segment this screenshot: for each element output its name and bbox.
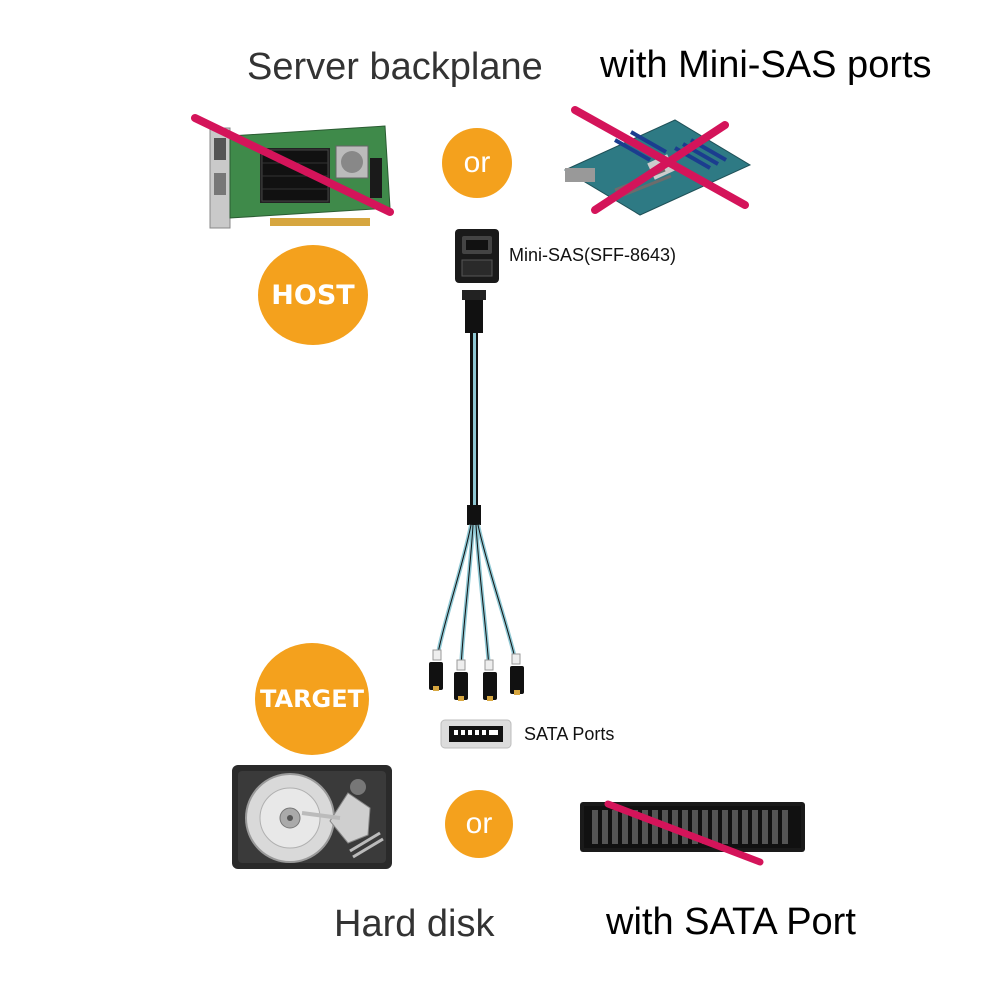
target-badge: TARGET xyxy=(255,643,369,755)
mini-sas-connector-icon xyxy=(455,229,499,283)
raid-card-image xyxy=(191,114,394,229)
hard-disk-image xyxy=(232,765,392,869)
sata-port-icon xyxy=(440,719,512,749)
or-badge-top: or xyxy=(442,128,512,198)
mini-sas-label: Mini-SAS(SFF-8643) xyxy=(509,245,677,265)
or-badge-bottom: or xyxy=(445,790,513,858)
server-motherboard-image xyxy=(563,106,752,216)
breakout-cable xyxy=(429,290,524,701)
heading-hard-disk: Hard disk xyxy=(334,903,495,945)
host-badge: HOST xyxy=(258,245,368,345)
heading-with-sata-port: with SATA Port xyxy=(606,901,856,943)
sata-ports-label: SATA Ports xyxy=(524,724,615,744)
heading-with-mini-sas-ports: with Mini-SAS ports xyxy=(600,44,932,86)
heading-server-backplane: Server backplane xyxy=(247,46,543,88)
storage-server-image xyxy=(580,800,805,866)
